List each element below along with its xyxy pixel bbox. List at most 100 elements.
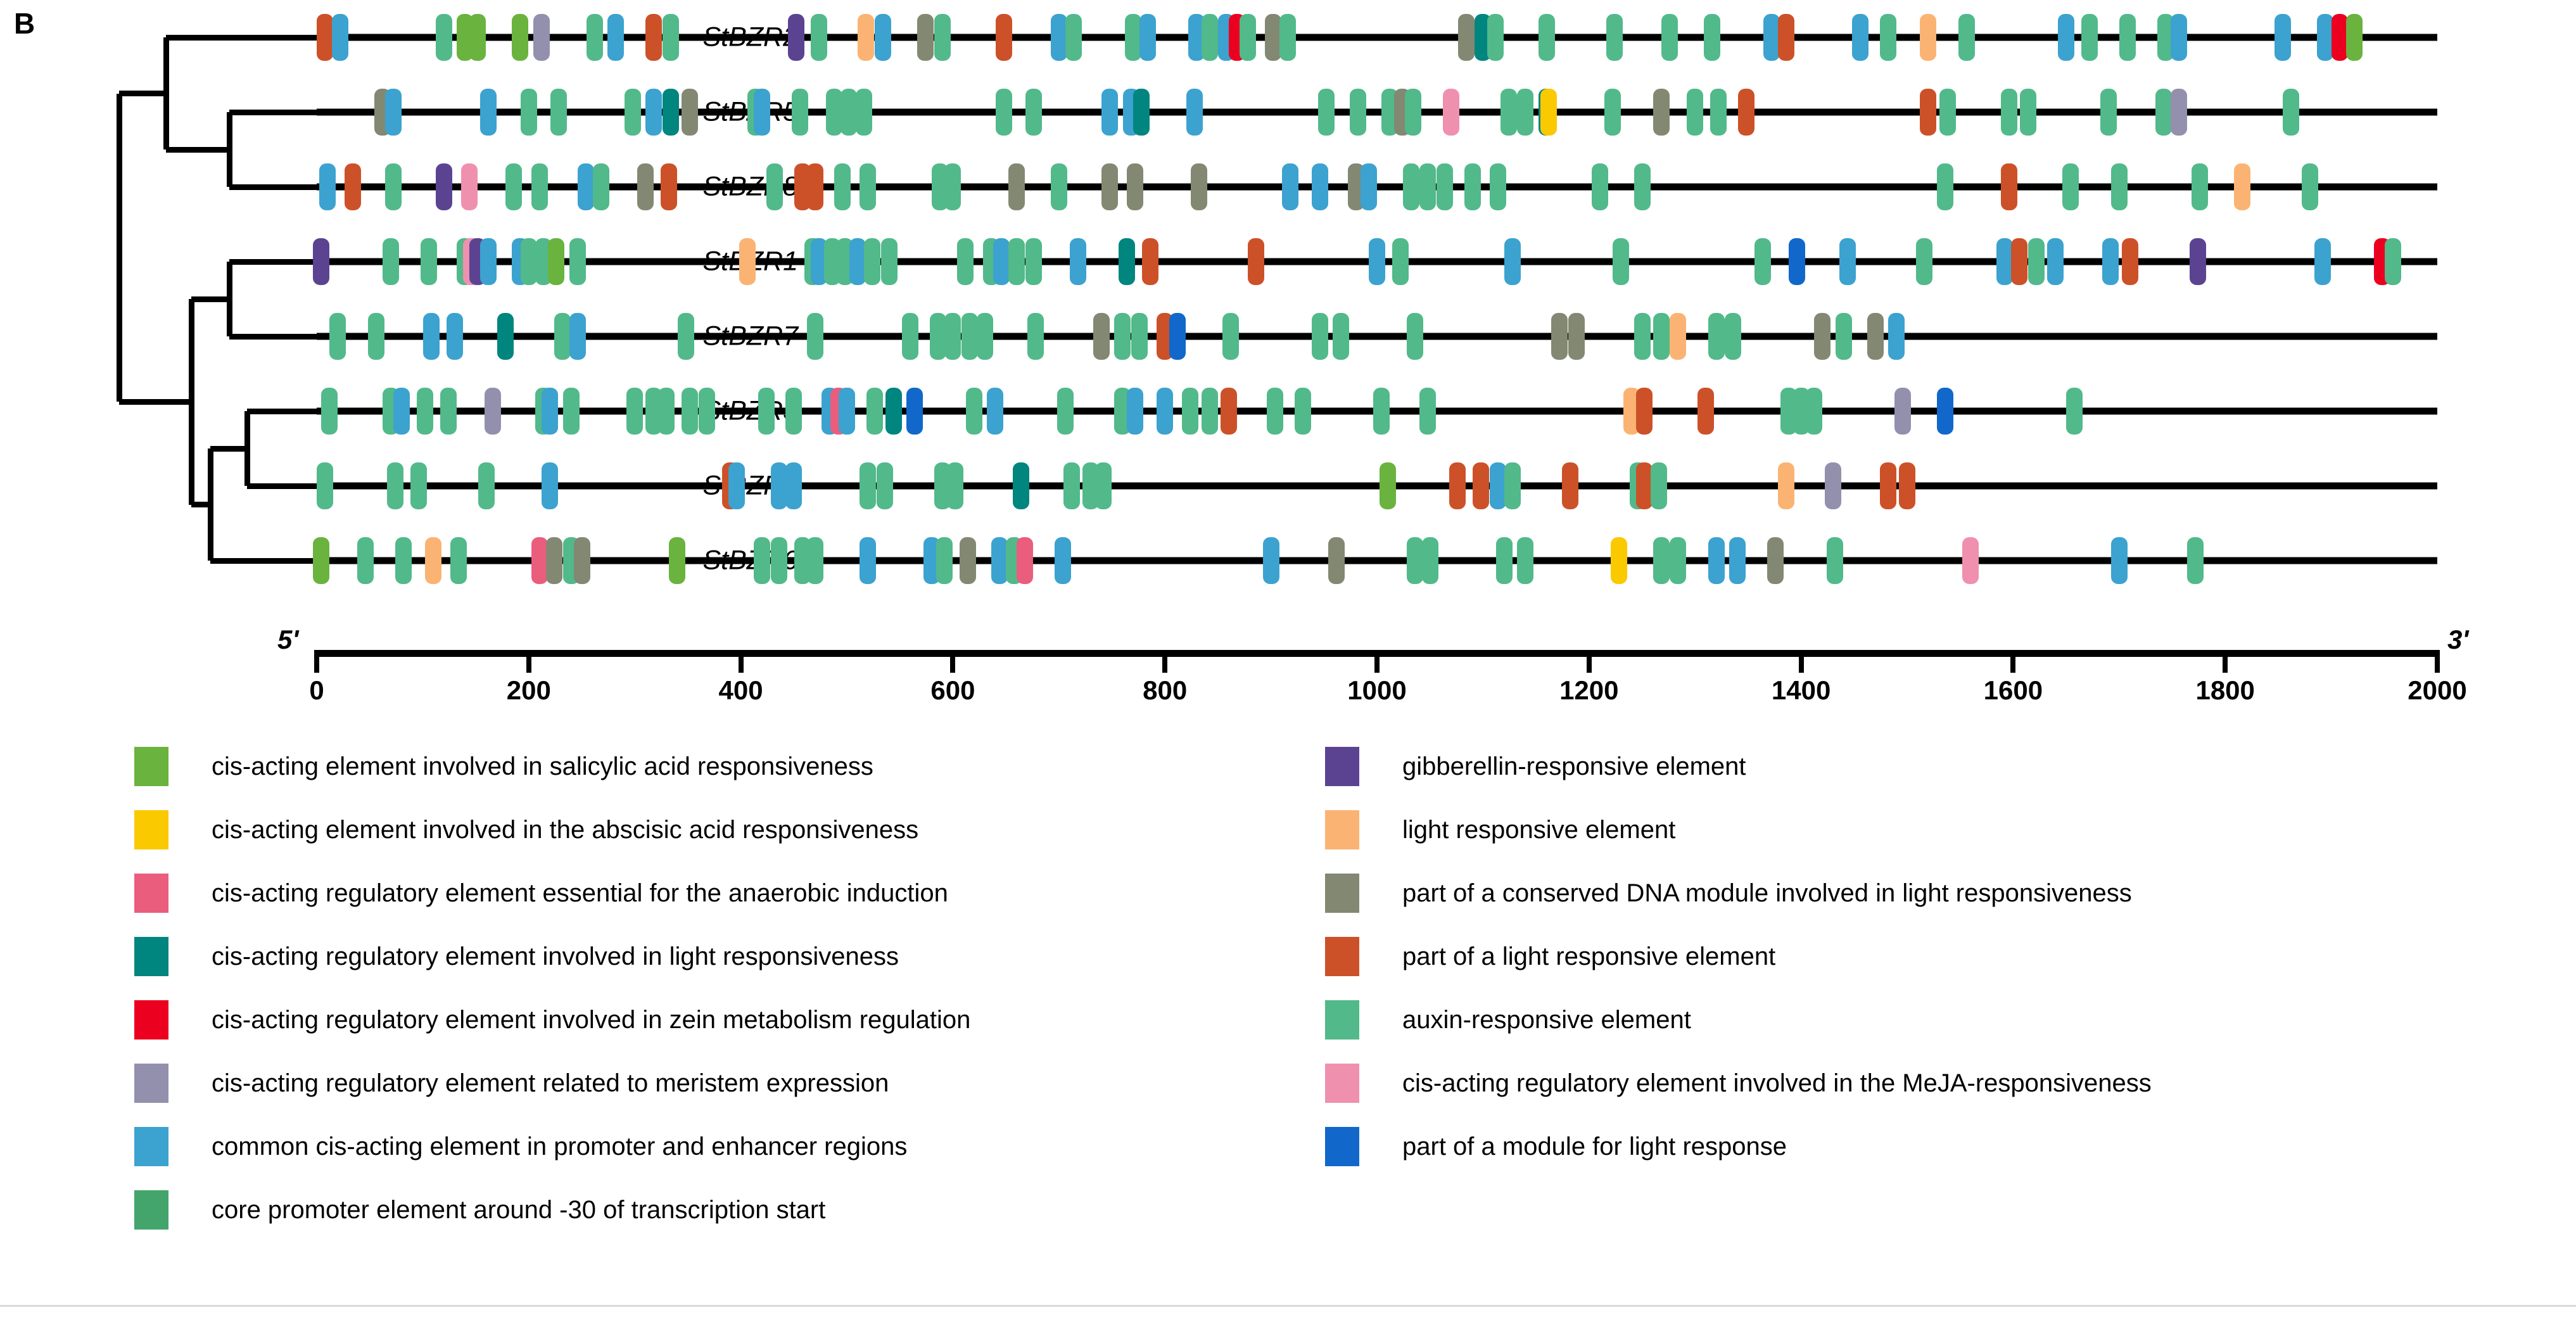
cis-element-marker [917, 14, 934, 61]
cis-element-marker [834, 163, 851, 210]
cis-element-marker [478, 462, 495, 509]
cis-element-marker [607, 14, 625, 61]
cis-element-marker [1937, 163, 1954, 210]
legend-label: cis-acting regulatory element related to… [212, 1069, 889, 1097]
cis-element-marker [1814, 313, 1831, 360]
legend: cis-acting element involved in salicylic… [0, 735, 2576, 1235]
cis-element-marker [1349, 89, 1366, 136]
cis-element-marker [663, 89, 680, 136]
cis-element-marker [1670, 313, 1687, 360]
cis-element-marker [531, 163, 548, 210]
axis-tick-label: 200 [506, 675, 551, 705]
cis-element-marker [1778, 14, 1795, 61]
legend-label: cis-acting regulatory element involved i… [212, 942, 899, 970]
tree-branch-horizontal [229, 258, 348, 265]
promoter-backbone-line [317, 482, 2437, 490]
cis-element-marker [2119, 14, 2136, 61]
axis-tick [738, 650, 744, 673]
cis-element-marker [1867, 313, 1884, 360]
cis-element-marker [1027, 313, 1044, 360]
cis-element-marker [2066, 388, 2083, 435]
cis-element-marker [1538, 14, 1555, 61]
cis-element-marker [1131, 313, 1148, 360]
cis-element-marker [2110, 537, 2128, 584]
cis-element-marker [395, 537, 412, 584]
cis-element-marker [1920, 14, 1937, 61]
cis-element-marker [1835, 313, 1852, 360]
axis-tick-label: 800 [1143, 675, 1188, 705]
cis-element-marker [739, 238, 756, 285]
cis-element-marker [1169, 313, 1186, 360]
cis-element-group [0, 523, 2576, 598]
tree-branch-horizontal [247, 408, 348, 414]
tree-branch-horizontal [166, 146, 229, 153]
cis-element-marker [344, 163, 361, 210]
cis-element-marker [2274, 14, 2291, 61]
legend-label: light responsive element [1402, 815, 1676, 844]
cis-element-marker [1920, 89, 1937, 136]
cis-element-group [0, 149, 2576, 224]
cis-element-marker [677, 313, 694, 360]
cis-element-group [0, 299, 2576, 374]
axis-tick [1374, 650, 1380, 673]
gene-track-stbzr8: StBZR8 [0, 149, 2576, 224]
cis-element-marker [874, 14, 891, 61]
promoter-backbone-line [317, 333, 2437, 340]
cis-element-marker [312, 238, 329, 285]
cis-element-marker [2100, 89, 2117, 136]
tree-branch-vertical [207, 448, 213, 561]
axis-tick-label: 1200 [1559, 675, 1619, 705]
cis-element-marker [1186, 89, 1203, 136]
axis-tick-label: 1000 [1347, 675, 1407, 705]
cis-element-marker [1317, 89, 1335, 136]
cis-element-marker [663, 14, 680, 61]
cis-element-marker [578, 163, 595, 210]
axis-tick [2435, 650, 2440, 673]
legend-label: auxin-responsive element [1402, 1005, 1691, 1034]
cis-element-marker [1419, 163, 1437, 210]
cis-element-marker [416, 388, 433, 435]
cis-element-marker [1839, 238, 1856, 285]
cis-element-marker [440, 388, 457, 435]
cis-element-marker [384, 163, 402, 210]
cis-element-marker [682, 388, 699, 435]
cis-element-marker [2314, 238, 2332, 285]
cis-element-marker [542, 388, 559, 435]
cis-element-marker [2189, 238, 2206, 285]
cis-element-marker [480, 89, 497, 136]
cis-element-marker [1457, 14, 1475, 61]
cis-element-marker [1360, 163, 1377, 210]
cis-element-marker [929, 313, 946, 360]
cis-element-marker [1379, 462, 1396, 509]
cis-element-marker [1402, 163, 1419, 210]
cis-element-marker [1653, 537, 1670, 584]
cis-element-marker [1606, 14, 1623, 61]
legend-color-swatch [134, 874, 168, 913]
cis-element-marker [976, 313, 993, 360]
cis-element-marker [1725, 313, 1742, 360]
cis-element-marker [1443, 89, 1460, 136]
cis-element-marker [1055, 537, 1072, 584]
cis-element-marker [1311, 313, 1328, 360]
cis-element-marker [1437, 163, 1454, 210]
tree-branch-horizontal [119, 91, 166, 96]
cis-element-group [0, 224, 2576, 299]
cis-element-marker [450, 537, 467, 584]
cis-element-marker [1687, 89, 1704, 136]
legend-color-swatch [1325, 937, 1359, 976]
cis-element-marker [357, 537, 374, 584]
cis-element-marker [1222, 313, 1239, 360]
cis-element-marker [806, 537, 823, 584]
cis-element-marker [682, 89, 699, 136]
cis-element-marker [484, 388, 501, 435]
legend-item: cis-acting regulatory element involved i… [1325, 1052, 2152, 1115]
cis-element-marker [2047, 238, 2064, 285]
legend-color-swatch [134, 810, 168, 849]
cis-element-marker [425, 537, 442, 584]
cis-element-marker [1025, 89, 1042, 136]
cis-element-marker [1827, 537, 1844, 584]
legend-label: cis-acting element involved in salicylic… [212, 752, 873, 780]
cis-element-marker [858, 14, 875, 61]
cis-element-marker [321, 388, 338, 435]
cis-element-marker [864, 238, 881, 285]
